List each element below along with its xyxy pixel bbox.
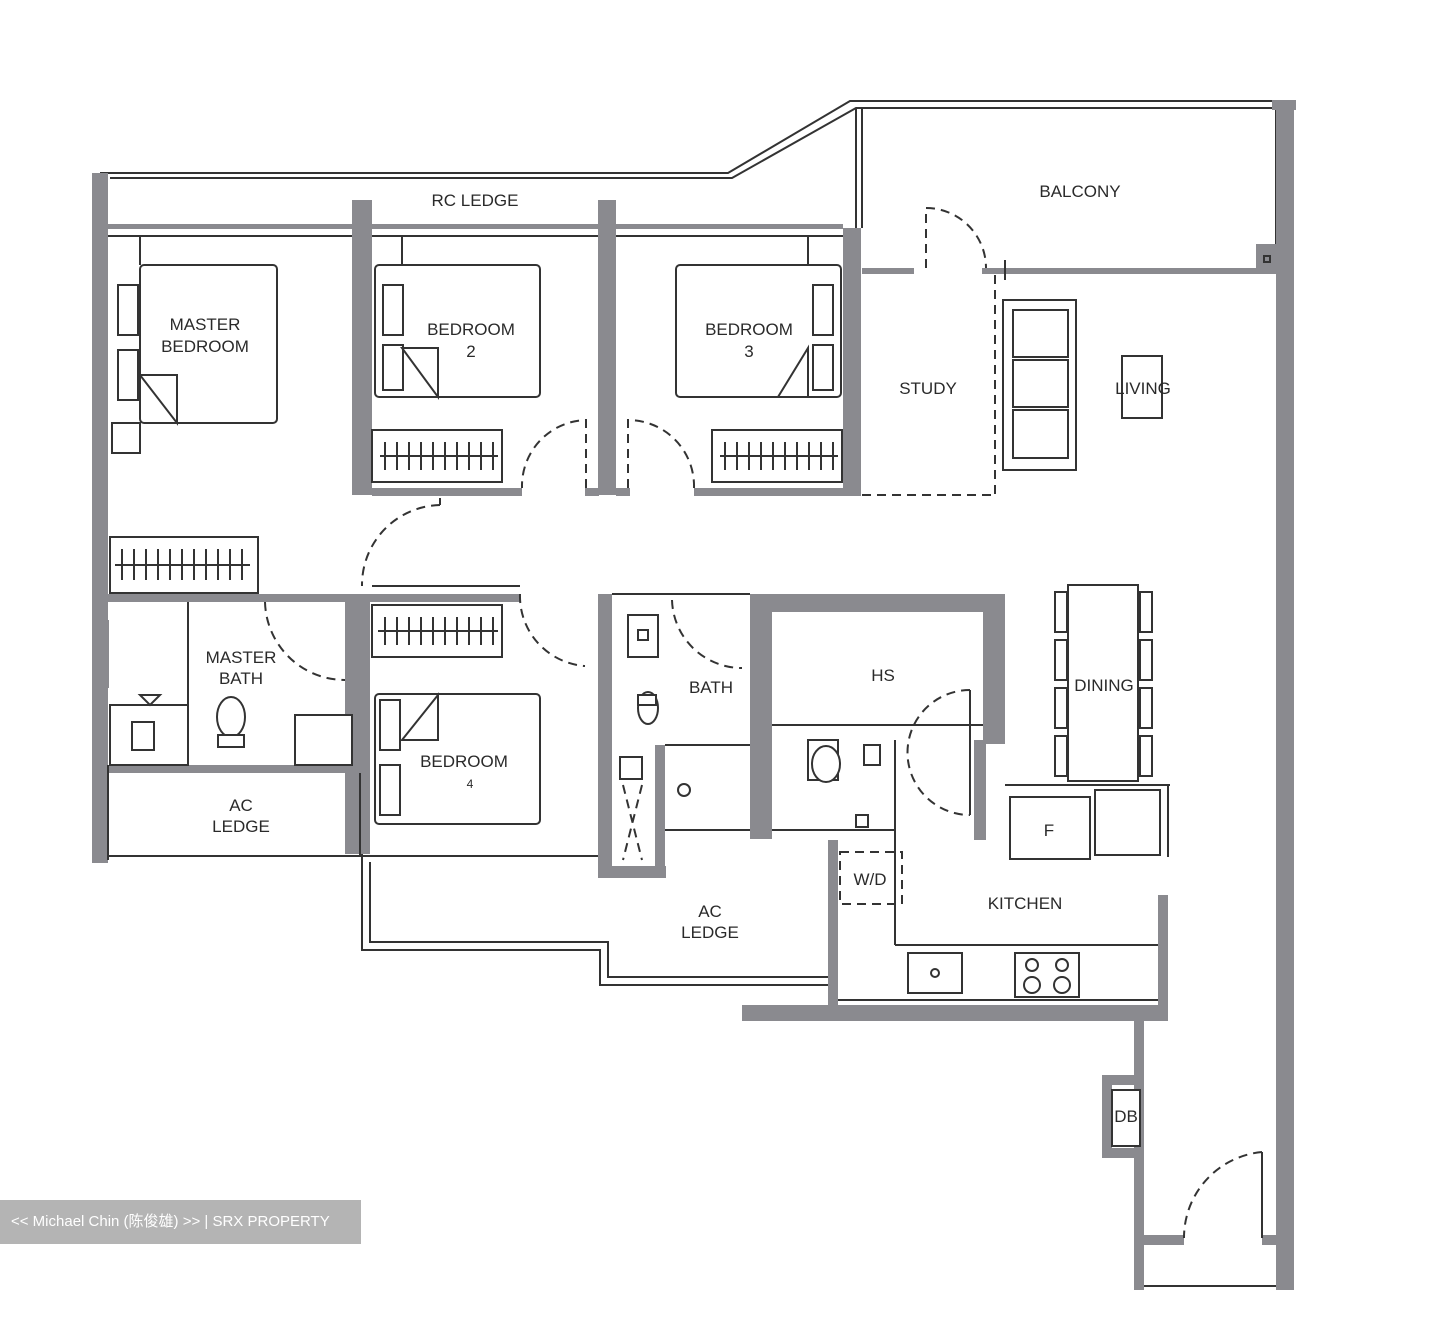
bedroom3-label-line1: BEDROOM xyxy=(705,320,793,339)
wardrobe-bedroom2 xyxy=(371,429,503,483)
hs-label: HS xyxy=(871,666,895,685)
walls xyxy=(92,100,1296,1290)
bath-label: BATH xyxy=(689,678,733,697)
study-zone xyxy=(862,275,996,496)
dining-label: DINING xyxy=(1074,676,1134,695)
doors xyxy=(264,206,1263,1239)
study-label: STUDY xyxy=(899,379,957,398)
bedroom3-label-line2: 3 xyxy=(744,342,753,361)
master-bedroom-label-line2: BEDROOM xyxy=(161,337,249,356)
bedroom2-label-line2: 2 xyxy=(466,342,475,361)
rc-ledge-label: RC LEDGE xyxy=(432,191,519,210)
furniture xyxy=(109,255,1271,1147)
living-label: LIVING xyxy=(1115,379,1171,398)
ac-ledge-mid-label-line2: LEDGE xyxy=(681,923,739,942)
kitchen-label: KITCHEN xyxy=(988,894,1063,913)
wardrobe-bedroom3 xyxy=(711,429,843,483)
wd-label: W/D xyxy=(853,870,886,889)
wardrobe-master xyxy=(109,536,259,594)
ac-ledge-mid-label-line1: AC xyxy=(698,902,722,921)
ac-ledge-left-label-line2: LEDGE xyxy=(212,817,270,836)
master-bath-label-line2: BATH xyxy=(219,669,263,688)
room-labels: RC LEDGE BALCONY MASTER BEDROOM BEDROOM … xyxy=(161,182,1171,1126)
bedroom4-label-line2: 4 xyxy=(467,777,474,791)
master-bath-label-line1: MASTER xyxy=(206,648,277,667)
ac-ledge-left-label-line1: AC xyxy=(229,796,253,815)
fridge-label: F xyxy=(1044,821,1054,840)
db-label: DB xyxy=(1114,1107,1138,1126)
bedroom2-label-line1: BEDROOM xyxy=(427,320,515,339)
watermark-banner: << Michael Chin (陈俊雄) >> | SRX PROPERTY xyxy=(0,1200,361,1244)
partitions xyxy=(107,235,1276,1287)
master-bedroom-label-line1: MASTER xyxy=(170,315,241,334)
bedroom4-label-line1: BEDROOM xyxy=(420,752,508,771)
wardrobe-bedroom4 xyxy=(371,604,503,658)
balcony-label: BALCONY xyxy=(1039,182,1120,201)
